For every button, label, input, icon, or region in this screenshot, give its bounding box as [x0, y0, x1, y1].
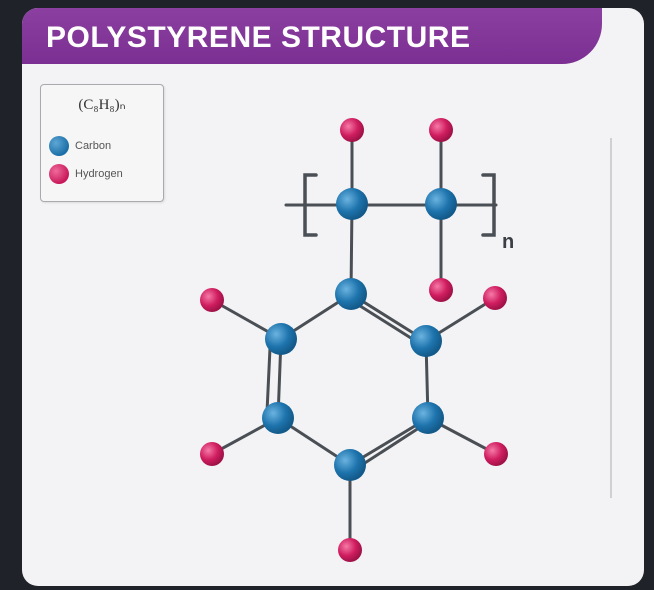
carbon-atom [334, 449, 366, 481]
carbon-atom [335, 278, 367, 310]
divider-line [610, 138, 612, 498]
carbon-atoms [262, 188, 457, 481]
carbon-atom-icon [49, 136, 69, 156]
hydrogen-atom [484, 442, 508, 466]
legend-label-hydrogen: Hydrogen [75, 168, 123, 180]
double-bond [265, 346, 272, 414]
legend-box: (C₈H₈)ₙ Carbon Hydrogen [40, 84, 164, 202]
polystyrene-molecule: n [200, 118, 514, 562]
right-bracket [481, 173, 496, 237]
left-bracket [303, 173, 318, 237]
carbon-atom [412, 402, 444, 434]
title-banner: POLYSTYRENE STRUCTURE [22, 8, 602, 64]
hydrogen-atom [338, 538, 362, 562]
page-title: POLYSTYRENE STRUCTURE [46, 21, 471, 54]
hydrogen-atom-icon [49, 164, 69, 184]
carbon-atom [410, 325, 442, 357]
legend-item-hydrogen: Hydrogen [49, 163, 123, 185]
carbon-atom [262, 402, 294, 434]
carbon-atom [265, 323, 297, 355]
carbon-atom [425, 188, 457, 220]
carbon-atom [336, 188, 368, 220]
hydrogen-atom [200, 288, 224, 312]
hydrogen-atom [429, 118, 453, 142]
hydrogen-atom [483, 286, 507, 310]
legend-label-carbon: Carbon [75, 140, 112, 152]
legend-item-carbon: Carbon [49, 135, 111, 157]
diagram-card: POLYSTYRENE STRUCTURE (C₈H₈)ₙ Carbon Hyd… [22, 8, 644, 586]
hydrogen-atom [200, 442, 224, 466]
repeat-subscript: n [502, 231, 514, 253]
hydrogen-atom [340, 118, 364, 142]
hydrogen-atom [429, 278, 453, 302]
legend-formula: (C₈H₈)ₙ [78, 97, 126, 113]
hydrogen-atoms [200, 118, 508, 562]
